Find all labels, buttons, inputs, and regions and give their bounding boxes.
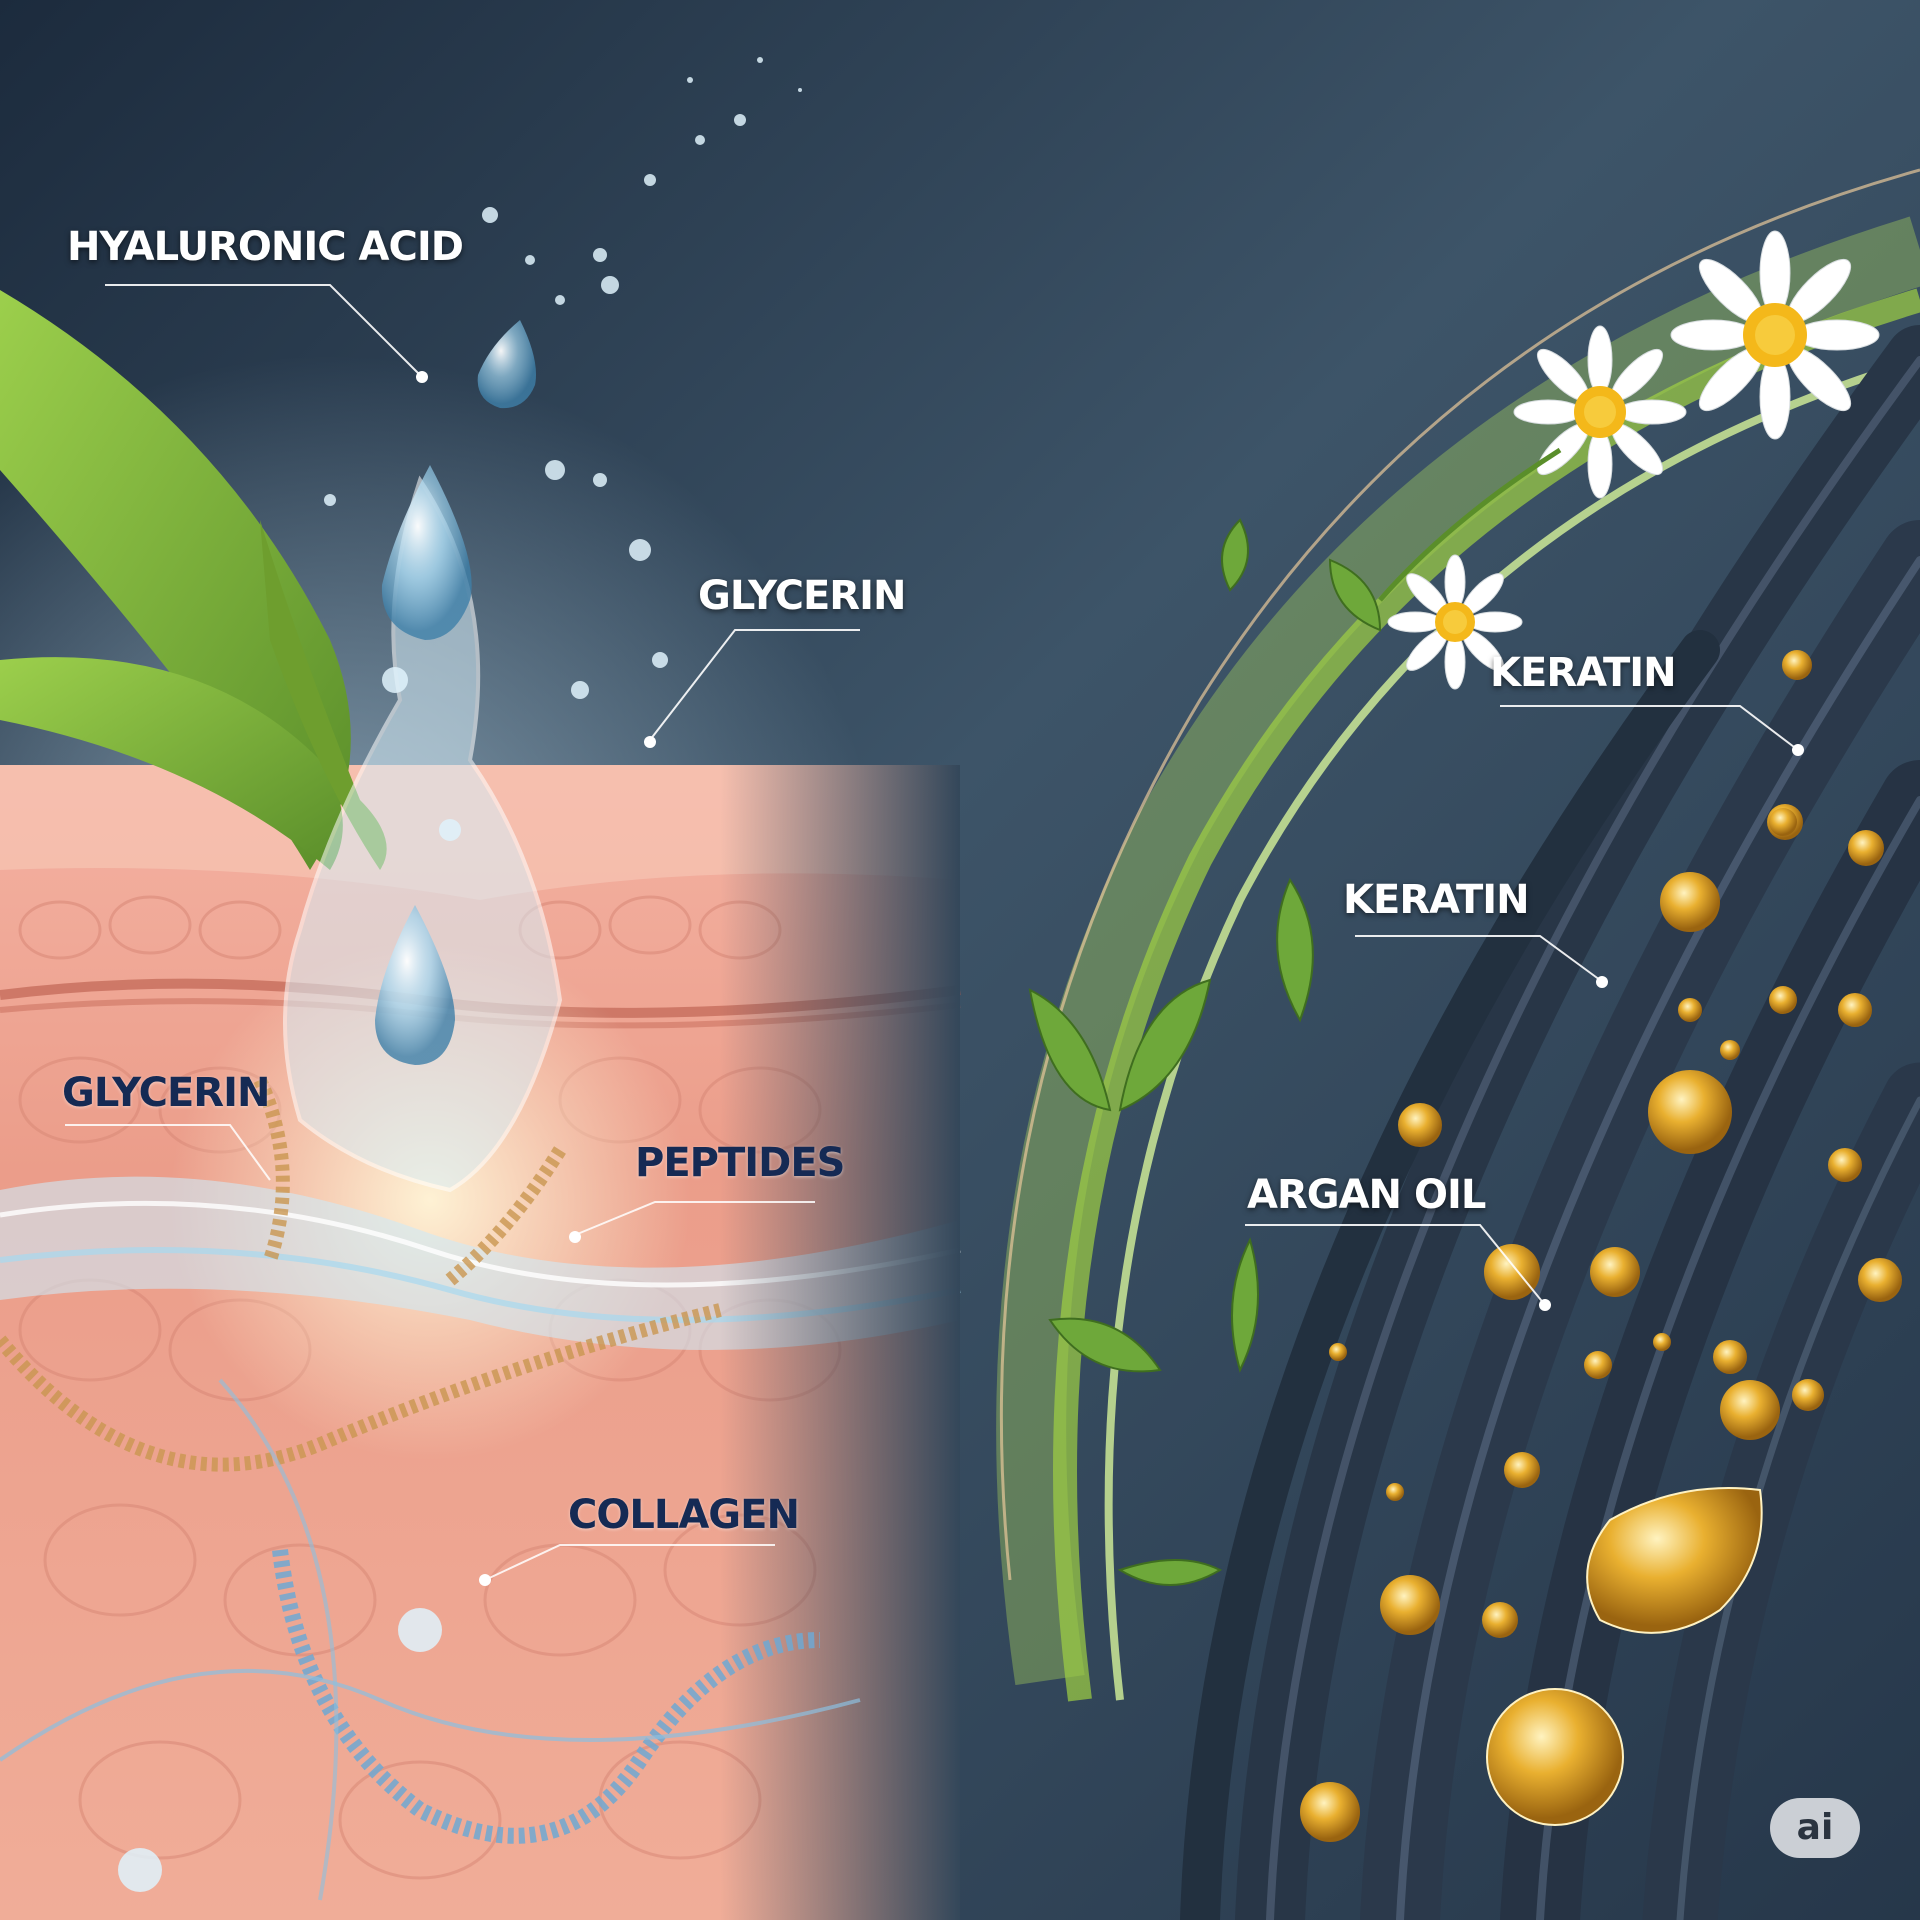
label-leader-lines xyxy=(105,284,1799,1306)
hair-strand-icon xyxy=(1180,325,1920,1920)
label-keratin-mid: KERATIN xyxy=(1343,877,1530,923)
water-droplet-icon xyxy=(283,320,563,1193)
green-leaf-icon xyxy=(1028,518,1382,1586)
label-argan-oil: ARGAN OIL xyxy=(1247,1172,1486,1218)
label-glycerin-left: GLYCERIN xyxy=(62,1070,270,1116)
collagen-spiral-icon xyxy=(0,1077,861,1901)
label-hyaluronic-acid: HYALURONIC ACID xyxy=(67,224,464,270)
label-glycerin-top: GLYCERIN xyxy=(698,573,906,619)
water-bubbles xyxy=(118,57,802,1892)
ai-generated-badge: ai xyxy=(1770,1798,1860,1858)
label-marker-dots xyxy=(416,371,1804,1586)
label-collagen: COLLAGEN xyxy=(568,1492,800,1538)
oil-drop-icon xyxy=(1300,650,1902,1842)
label-keratin-top: KERATIN xyxy=(1490,650,1677,696)
label-peptides: PEPTIDES xyxy=(635,1140,845,1186)
chamomile-flower-icon xyxy=(1378,230,1880,690)
label-leader-lines-dark xyxy=(65,1124,815,1581)
